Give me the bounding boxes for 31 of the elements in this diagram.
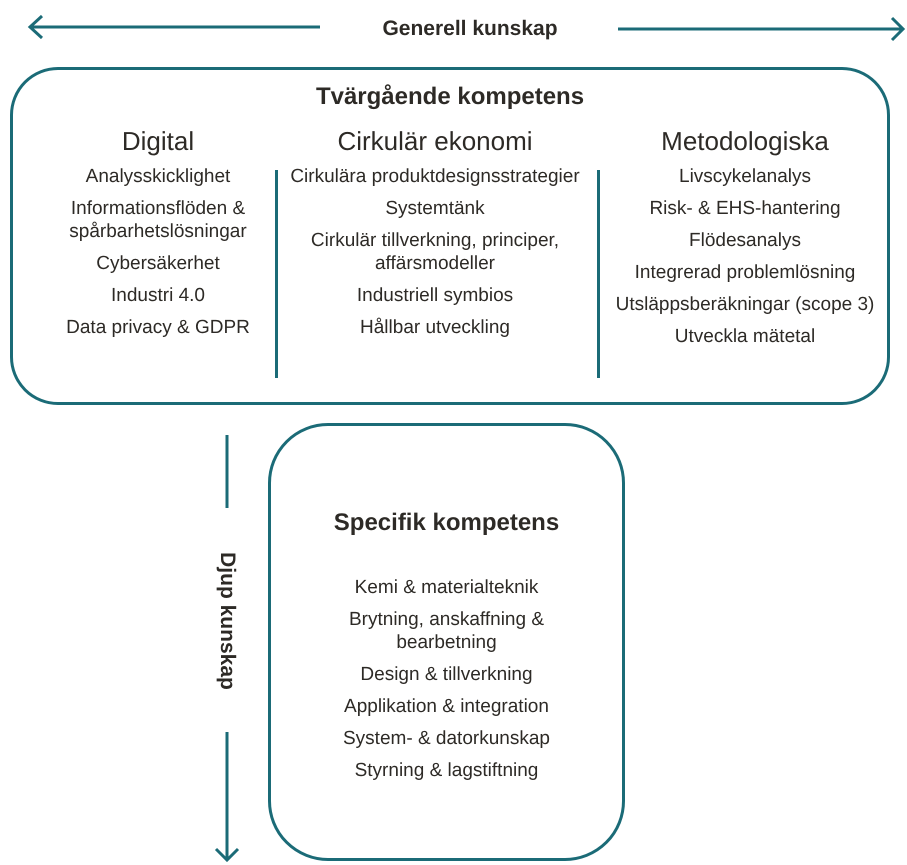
list-item: Utsläppsberäkningar (scope 3) xyxy=(616,293,874,316)
list-item: Cybersäkerhet xyxy=(96,252,220,275)
axis-label: Generell kunskap xyxy=(381,16,559,42)
list-item: Cirkulära produktdesignsstrategier xyxy=(290,165,580,188)
rounded-box xyxy=(268,423,625,861)
list-item: Informationsflöden & spårbarhetslösningar xyxy=(68,197,248,243)
list-item: Integrerad problemlösning xyxy=(634,261,856,284)
list-item: Livscykelanalys xyxy=(679,165,811,188)
list-item: Flödesanalys xyxy=(689,229,801,252)
list-item: Kemi & materialteknik xyxy=(354,576,538,599)
rounded-box xyxy=(10,67,890,405)
list-item: Systemtänk xyxy=(385,197,485,220)
list-item: Styrning & lagstiftning xyxy=(354,759,538,782)
list-item: Brytning, anskaffning & bearbetning xyxy=(348,608,546,654)
list-item: Industri 4.0 xyxy=(111,284,205,307)
list-item: Design & tillverkning xyxy=(360,663,533,686)
column-heading: Cirkulär ekonomi xyxy=(337,125,533,157)
list-item: Applikation & integration xyxy=(344,695,549,718)
axis-label: Djup kunskap xyxy=(215,552,240,690)
list-item: Analysskicklighet xyxy=(86,165,230,188)
list-item: Cirkulär tillverkning, principer, affärsmodeller xyxy=(310,229,560,275)
box-heading: Specifik kompetens xyxy=(334,508,560,538)
list-item: System- & datorkunskap xyxy=(343,727,550,750)
column-heading: Metodologiska xyxy=(661,125,829,157)
list-item: Hållbar utveckling xyxy=(360,316,510,339)
list-item: Utveckla mätetal xyxy=(674,325,816,348)
column-heading: Digital xyxy=(122,125,194,157)
box-heading: Tvärgående kompetens xyxy=(314,82,586,112)
list-item: Industriell symbios xyxy=(356,284,514,307)
list-item: Data privacy & GDPR xyxy=(66,316,250,339)
list-item: Risk- & EHS-hantering xyxy=(649,197,841,220)
